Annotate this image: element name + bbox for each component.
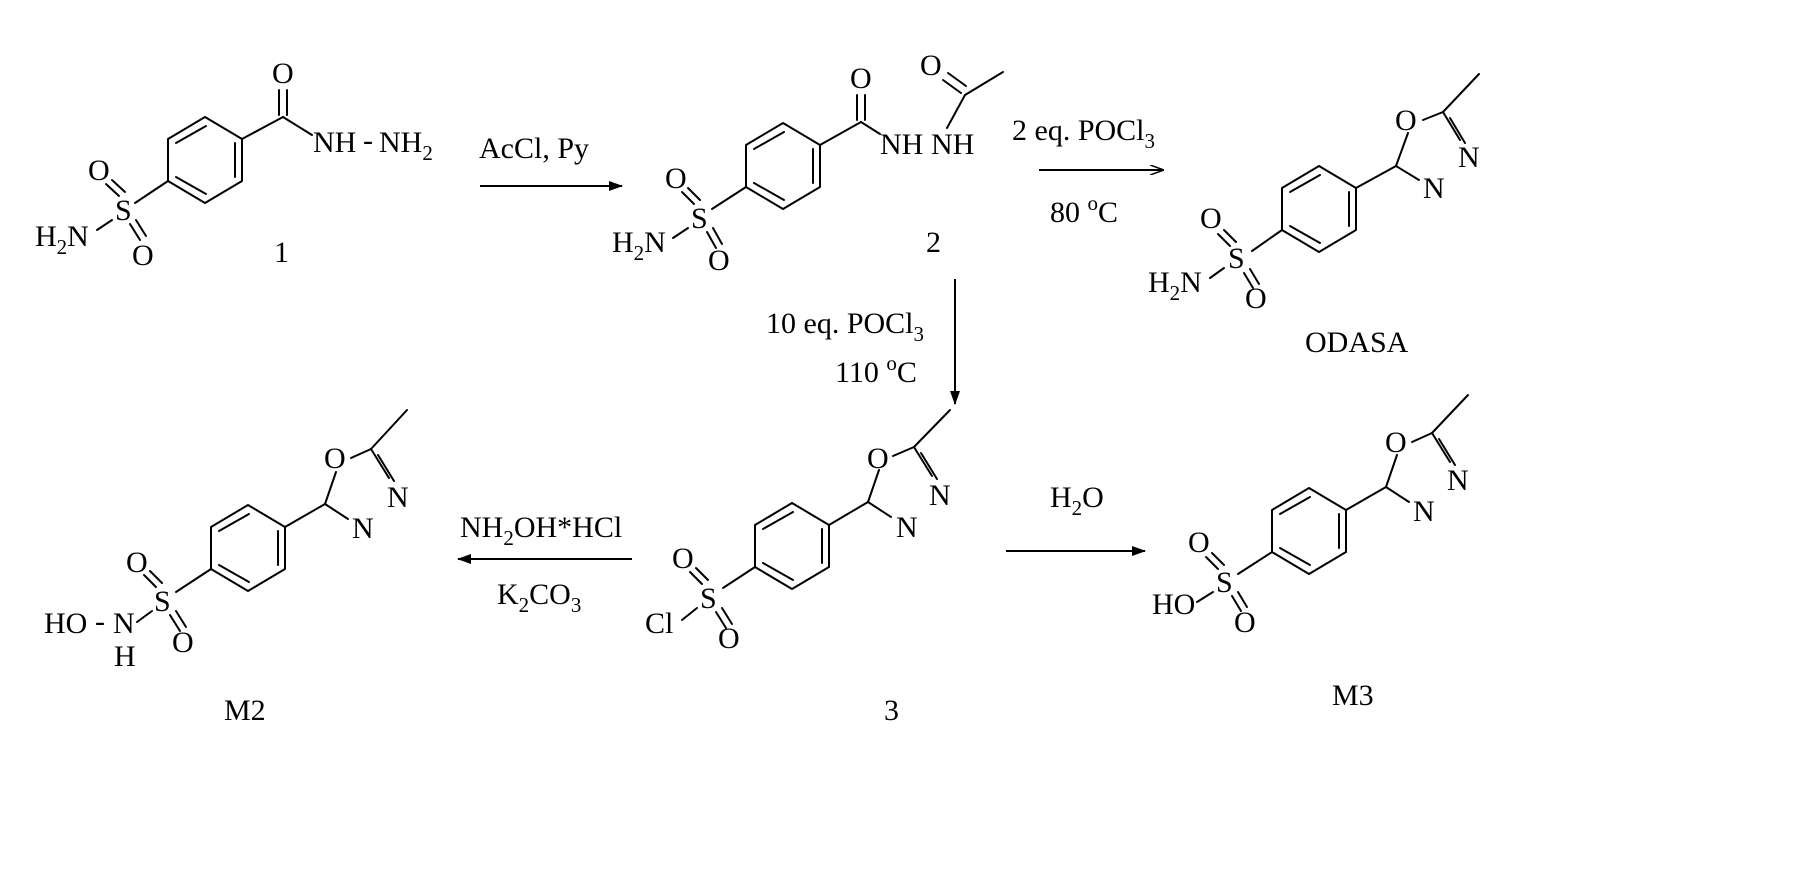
atom-o: O [126, 546, 148, 579]
atom-cl: Cl [645, 607, 673, 640]
atom-o: O [1188, 526, 1210, 559]
compound-label-odasa: ODASA [1305, 326, 1409, 359]
atom-h2n: H2N [35, 220, 89, 259]
compound-label-m2: M2 [224, 694, 266, 727]
atom-o: O [708, 244, 730, 277]
benzene-ring [1281, 165, 1357, 253]
atom-dash: - [95, 605, 105, 638]
atom-n: N [1447, 464, 1469, 497]
atom-ho: HO [44, 607, 87, 640]
atom-h: H [114, 640, 136, 673]
atom-o: O [88, 154, 110, 187]
reagent-acetylation: AcCl, Py [479, 132, 589, 165]
compound-label-m3: M3 [1332, 679, 1374, 712]
atom-s: S [700, 582, 717, 615]
atom-n: N [352, 512, 374, 545]
atom-n: N [113, 607, 135, 640]
atom-o: O [172, 626, 194, 659]
atom-o-carbonyl: O [850, 62, 872, 95]
benzene-ring [1271, 487, 1347, 575]
atom-s: S [691, 202, 708, 235]
m2-structure: O N N S O O N H - HO [44, 409, 409, 673]
reagent-k2co3: K2CO3 [497, 578, 581, 617]
reagent-hydroxylamine: NH2OH*HCl [460, 511, 622, 550]
condition-80c: 80 oC [1050, 191, 1118, 229]
odasa-structure: O N N S O O H2N [1148, 73, 1480, 315]
atom-o: O [1234, 606, 1256, 639]
atom-n: N [387, 481, 409, 514]
atom-n: N [896, 511, 918, 544]
atom-ho: HO [1152, 588, 1195, 621]
compound-1-structure: O NH - NH2 S O O H2N [35, 57, 433, 272]
reagent-pocl3-10eq: 10 eq. POCl3 [766, 307, 924, 346]
m3-structure: O N N S O O HO [1152, 394, 1469, 639]
reagent-pocl3-2eq: 2 eq. POCl3 [1012, 114, 1155, 153]
compound-3-structure: O N N S O O Cl [645, 409, 951, 655]
compound-2-structure: O NH NH O S O O H2N [612, 49, 1004, 277]
atom-n: N [1413, 495, 1435, 528]
compound-label-3: 3 [884, 694, 899, 727]
atom-o-ring: O [867, 442, 889, 475]
atom-o-ring: O [324, 442, 346, 475]
atom-n: N [1458, 141, 1480, 174]
atom-n: N [929, 479, 951, 512]
benzene-ring [754, 502, 830, 590]
atom-dash: - [363, 124, 373, 157]
atom-o: O [1200, 202, 1222, 235]
compound-label-1: 1 [274, 236, 289, 269]
atom-nh2: NH2 [379, 126, 433, 165]
atom-nh: NH [880, 128, 923, 161]
atom-h2n: H2N [1148, 266, 1202, 305]
atom-o-ring: O [1385, 426, 1407, 459]
atom-n: N [1423, 172, 1445, 205]
atom-o: O [665, 162, 687, 195]
atom-s: S [1216, 566, 1233, 599]
atom-nh: NH [931, 128, 974, 161]
benzene-ring [745, 122, 821, 210]
atom-nh: NH [313, 126, 356, 159]
atom-o: O [672, 542, 694, 575]
atom-s: S [1228, 242, 1245, 275]
atom-h2n: H2N [612, 226, 666, 265]
atom-s: S [115, 194, 132, 227]
atom-o: O [718, 622, 740, 655]
atom-o: O [1245, 282, 1267, 315]
atom-o-carbonyl: O [272, 57, 294, 90]
benzene-ring [210, 504, 286, 592]
atom-o-acetyl: O [920, 49, 942, 82]
reagent-water: H2O [1050, 481, 1104, 520]
compound-label-2: 2 [926, 226, 941, 259]
benzene-ring [167, 116, 243, 204]
atom-o-ring: O [1395, 104, 1417, 137]
atom-o: O [132, 239, 154, 272]
atom-s: S [154, 585, 171, 618]
condition-110c: 110 oC [835, 351, 917, 389]
